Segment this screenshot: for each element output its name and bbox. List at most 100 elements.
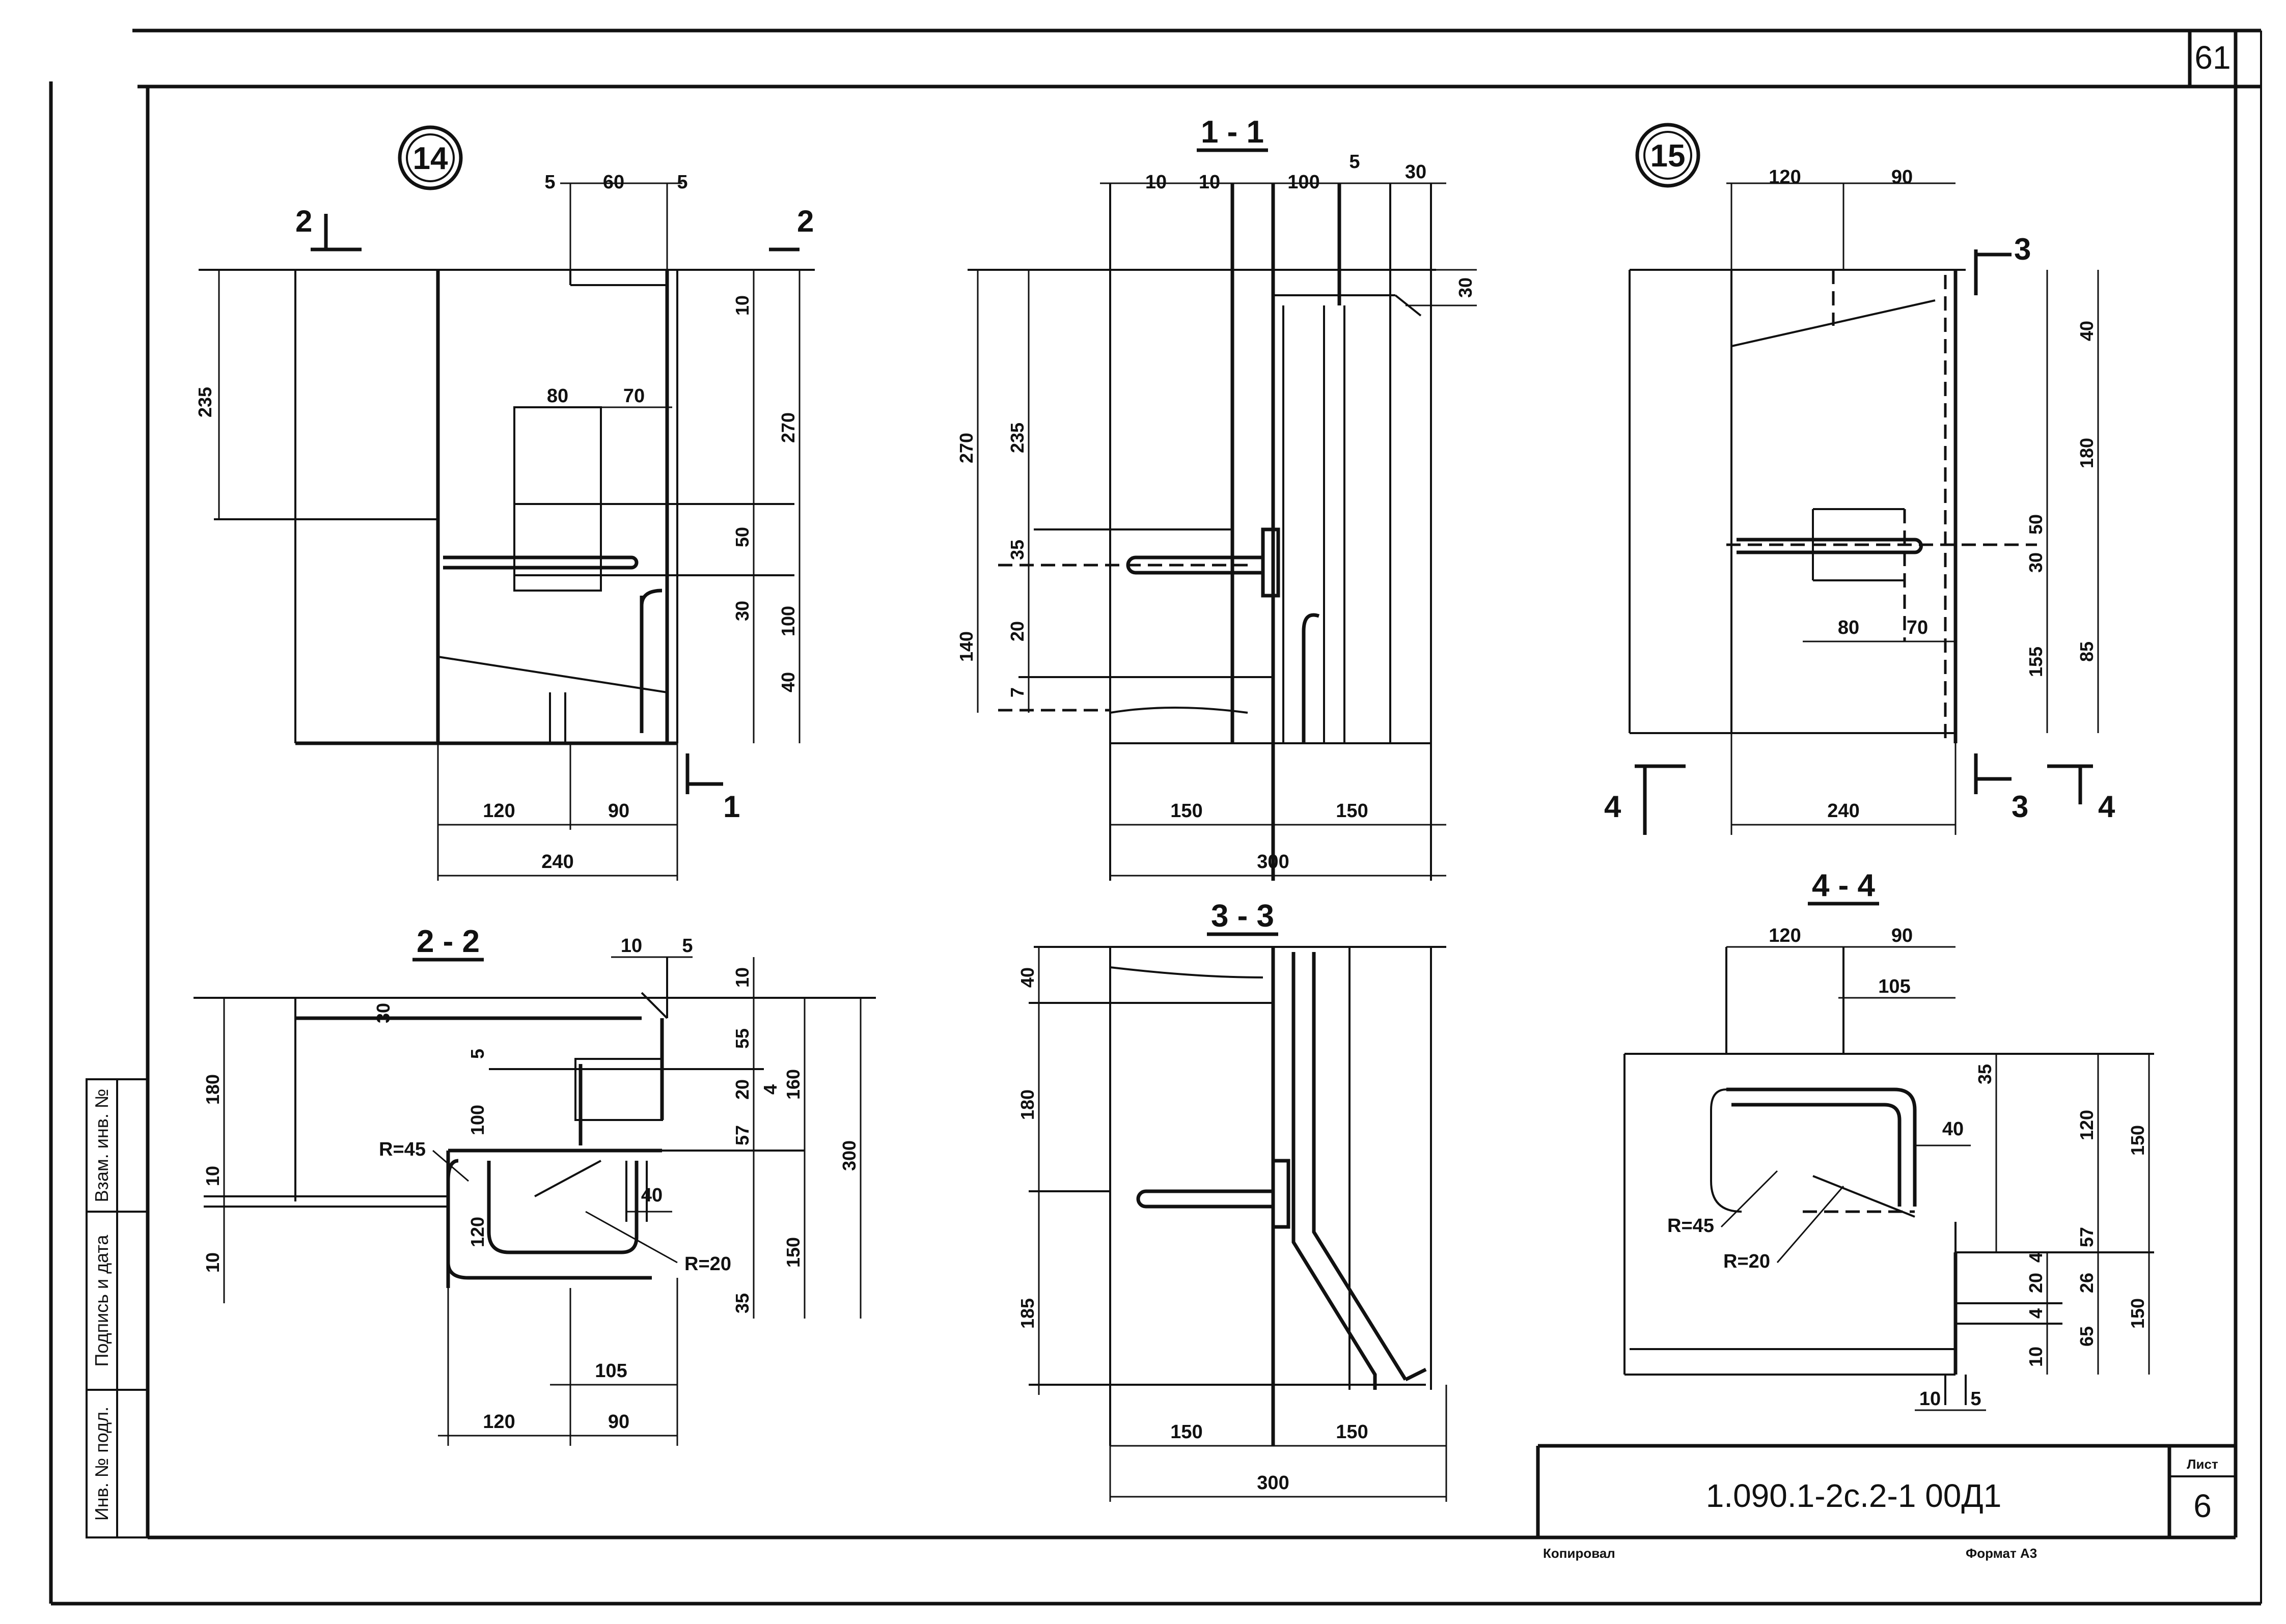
s44-dim-r65: 65 bbox=[2076, 1326, 2097, 1347]
s33-dim-b150a: 150 bbox=[1170, 1421, 1202, 1443]
d14-dim-top-5b: 5 bbox=[677, 172, 687, 193]
copied-label: Копировал bbox=[1543, 1546, 1615, 1561]
s11-dim-b300: 300 bbox=[1257, 851, 1289, 873]
callout-14-outer bbox=[398, 125, 463, 190]
cut-3-bottom: 3 bbox=[2012, 790, 2028, 824]
s44-dim-t90: 90 bbox=[1891, 925, 1913, 946]
s33-dim-l185: 185 bbox=[1017, 1298, 1038, 1329]
d14-dim-top-60: 60 bbox=[603, 172, 624, 193]
d14-dim-10: 10 bbox=[732, 295, 753, 316]
s11-dim-l270: 270 bbox=[956, 433, 977, 463]
d15-dim-r40: 40 bbox=[2076, 321, 2097, 341]
s44-label-r20: R=20 bbox=[1723, 1251, 1770, 1272]
d14-dim-270: 270 bbox=[778, 412, 798, 443]
s11-dim-t10a: 10 bbox=[1145, 172, 1167, 193]
s44-dim-b10: 10 bbox=[1919, 1388, 1941, 1410]
s11-dim-b150a: 150 bbox=[1170, 800, 1202, 822]
cut-4-left: 4 bbox=[1604, 790, 1621, 824]
cut-1-bottom: 1 bbox=[723, 790, 740, 824]
detail-14: 14 2 2 1 5 60 bbox=[195, 125, 815, 881]
s44-dim-r26: 26 bbox=[2076, 1273, 2097, 1293]
callout-15-outer bbox=[1635, 123, 1700, 188]
s22-dim-l180: 180 bbox=[202, 1074, 223, 1105]
top-sheet-number-box: 61 bbox=[2188, 29, 2238, 89]
section-3-3-title: 3 - 3 bbox=[1211, 899, 1274, 934]
callout-15-inner bbox=[1643, 131, 1692, 180]
s33-dim-b150b: 150 bbox=[1336, 1421, 1368, 1443]
section-4-4: 4 - 4 R=45 R=20 120 90 105 35 40 bbox=[1623, 868, 2154, 1411]
cut-2-left: 2 bbox=[295, 204, 312, 238]
sheet-frame bbox=[49, 29, 2262, 1606]
s22-dim-d100: 100 bbox=[467, 1105, 488, 1135]
s44-dim-r57: 57 bbox=[2076, 1227, 2097, 1247]
s22-label-r20: R=20 bbox=[684, 1253, 731, 1275]
s22-dim-r35: 35 bbox=[732, 1293, 753, 1313]
s22-label-r45: R=45 bbox=[379, 1139, 426, 1160]
s11-dim-l235: 235 bbox=[1007, 423, 1028, 453]
s22-dim-d105: 105 bbox=[595, 1360, 627, 1382]
s22-dim-d30: 30 bbox=[373, 1003, 394, 1023]
d14-dim-b90: 90 bbox=[608, 800, 629, 822]
s44-dim-t120: 120 bbox=[1769, 925, 1801, 946]
stamp-col-label-0: Взам. инв. № bbox=[91, 1088, 112, 1202]
s33-dim-l180: 180 bbox=[1017, 1089, 1038, 1120]
cut-2-right: 2 bbox=[797, 204, 814, 238]
d14-dim-40: 40 bbox=[778, 672, 798, 692]
section-1-1-title: 1 - 1 bbox=[1201, 115, 1264, 150]
d15-dim-t90: 90 bbox=[1891, 166, 1913, 188]
callout-14-inner bbox=[406, 133, 455, 182]
s22-dim-r4: 4 bbox=[760, 1084, 781, 1095]
section-2-2-title: 2 - 2 bbox=[417, 924, 480, 959]
s22-dim-r160: 160 bbox=[783, 1069, 804, 1100]
s44-dim-r20: 20 bbox=[2025, 1273, 2046, 1293]
sheet-label: Лист bbox=[2187, 1457, 2218, 1472]
cut-4-right: 4 bbox=[2098, 790, 2115, 824]
d14-dim-top-5a: 5 bbox=[544, 172, 555, 193]
s22-dim-d5: 5 bbox=[467, 1049, 488, 1059]
d14-dim-100: 100 bbox=[778, 606, 798, 636]
s22-dim-r55: 55 bbox=[732, 1028, 753, 1049]
d14-dim-b240: 240 bbox=[541, 851, 573, 873]
s33-dim-b300: 300 bbox=[1257, 1472, 1289, 1494]
d15-dim-r155: 155 bbox=[2025, 647, 2046, 677]
d14-dim-80: 80 bbox=[547, 385, 568, 407]
section-1-1: 1 - 1 10 10 100 5 30 30 bbox=[956, 115, 1477, 881]
s44-dim-t105: 105 bbox=[1878, 976, 1910, 997]
s22-dim-r10: 10 bbox=[732, 967, 753, 988]
s22-dim-b90: 90 bbox=[608, 1411, 629, 1433]
s22-dim-d120: 120 bbox=[467, 1217, 488, 1247]
s44-dim-r120: 120 bbox=[2076, 1110, 2097, 1140]
s22-dim-r150: 150 bbox=[783, 1237, 804, 1268]
top-sheet-number: 61 bbox=[2194, 39, 2230, 76]
d14-dim-b120: 120 bbox=[483, 800, 515, 822]
s44-dim-r150: 150 bbox=[2127, 1125, 2148, 1156]
s22-dim-r57: 57 bbox=[732, 1125, 753, 1145]
left-stamp-column: Взам. инв. № Подпись и дата Инв. № подл. bbox=[86, 1078, 149, 1538]
s22-dim-t5: 5 bbox=[682, 935, 693, 957]
s11-dim-t10b: 10 bbox=[1199, 172, 1220, 193]
s22-dim-l10: 10 bbox=[202, 1166, 223, 1186]
s11-dim-l7: 7 bbox=[1007, 687, 1028, 697]
s44-label-r45: R=45 bbox=[1667, 1215, 1714, 1237]
d14-dim-70: 70 bbox=[623, 385, 645, 407]
section-2-2: 2 - 2 R=45 R=20 10 5 30 5 100 120 bbox=[194, 924, 876, 1446]
s22-dim-l10b: 10 bbox=[202, 1252, 223, 1273]
d15-dim-r30: 30 bbox=[2025, 552, 2046, 573]
s22-dim-r300: 300 bbox=[839, 1140, 860, 1171]
s11-dim-b150b: 150 bbox=[1336, 800, 1368, 822]
d15-dim-r85: 85 bbox=[2076, 641, 2097, 662]
section-3-3: 3 - 3 40 180 185 150 150 300 bbox=[1017, 899, 1447, 1502]
detail-15: 15 3 3 4 4 120 90 bbox=[1604, 123, 2115, 835]
section-4-4-title: 4 - 4 bbox=[1812, 868, 1876, 903]
d15-dim-m80: 80 bbox=[1838, 617, 1859, 638]
s44-dim-b5: 5 bbox=[1970, 1388, 1981, 1410]
stamp-col-label-2: Инв. № подл. bbox=[91, 1407, 112, 1521]
title-block: 1.090.1-2с.2-1 00Д1 Лист 6 Копировал Фор… bbox=[1536, 1444, 2236, 1561]
s44-dim-r150b: 150 bbox=[2127, 1298, 2148, 1329]
s22-dim-b120: 120 bbox=[483, 1411, 515, 1433]
s11-dim-l35: 35 bbox=[1007, 540, 1028, 560]
d15-dim-m70: 70 bbox=[1907, 617, 1928, 638]
d14-dim-30: 30 bbox=[732, 601, 753, 621]
format-label: Формат А3 bbox=[1966, 1546, 2037, 1561]
